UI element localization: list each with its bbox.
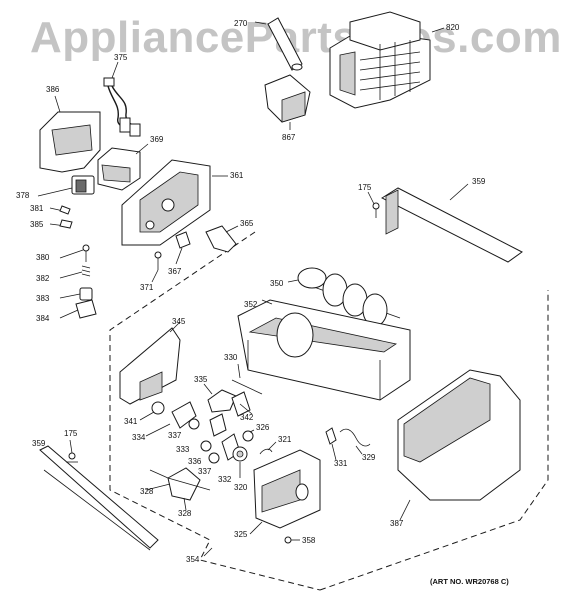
callout-358: 358 bbox=[302, 536, 316, 545]
part-375-wire-harness[interactable] bbox=[103, 61, 141, 137]
part-371-screw[interactable] bbox=[151, 251, 162, 283]
callout-354: 354 bbox=[186, 555, 200, 564]
part-354-frame bbox=[203, 547, 213, 557]
callout-367: 367 bbox=[168, 267, 182, 276]
part-367-grommet[interactable] bbox=[175, 231, 191, 265]
callout-175-lower: 175 bbox=[64, 429, 78, 438]
part-352-ice-bucket[interactable] bbox=[237, 299, 411, 401]
part-320-washer[interactable] bbox=[232, 446, 248, 478]
part-386-housing-cover[interactable] bbox=[39, 95, 101, 173]
part-337-lower-washer[interactable] bbox=[208, 452, 220, 464]
callout-270: 270 bbox=[234, 19, 248, 28]
callout-361: 361 bbox=[230, 171, 244, 180]
callout-337-upper: 337 bbox=[168, 431, 182, 440]
callout-333: 333 bbox=[176, 445, 190, 454]
callout-387: 387 bbox=[390, 519, 404, 528]
callout-334: 334 bbox=[132, 433, 146, 442]
callout-329: 329 bbox=[362, 453, 376, 462]
callout-330: 330 bbox=[224, 353, 238, 362]
callout-325: 325 bbox=[234, 530, 248, 539]
part-380-screw[interactable] bbox=[59, 244, 90, 262]
part-337-upper-washer[interactable] bbox=[188, 418, 200, 430]
callout-369: 369 bbox=[150, 135, 164, 144]
part-270-tube[interactable] bbox=[254, 17, 303, 71]
callout-321: 321 bbox=[278, 435, 292, 444]
callout-328-lower: 328 bbox=[178, 509, 192, 518]
part-381-pin[interactable] bbox=[49, 205, 71, 215]
callout-359-upper: 359 bbox=[472, 177, 486, 186]
callout-337-lower: 337 bbox=[198, 467, 212, 476]
part-341-washer[interactable] bbox=[139, 401, 165, 421]
part-321-spring[interactable] bbox=[259, 441, 277, 455]
part-334-cam[interactable] bbox=[145, 401, 197, 437]
part-359-lower-rail[interactable] bbox=[39, 445, 159, 551]
callout-378: 378 bbox=[16, 191, 30, 200]
part-329-spring[interactable] bbox=[339, 428, 371, 455]
part-350-auger[interactable] bbox=[287, 267, 401, 327]
callout-371: 371 bbox=[140, 283, 154, 292]
callout-381: 381 bbox=[30, 204, 44, 213]
part-328-linkage[interactable] bbox=[145, 467, 211, 511]
callout-336: 336 bbox=[188, 457, 202, 466]
callout-350: 350 bbox=[270, 279, 284, 288]
callout-332: 332 bbox=[218, 475, 232, 484]
part-359-upper-rail[interactable] bbox=[380, 183, 523, 263]
callout-385: 385 bbox=[30, 220, 44, 229]
callout-383: 383 bbox=[36, 294, 50, 303]
part-369-motor[interactable] bbox=[97, 143, 149, 191]
part-345-cover-plate[interactable] bbox=[119, 321, 181, 405]
callout-359-lower: 359 bbox=[32, 439, 46, 448]
part-326-washer[interactable] bbox=[242, 429, 255, 442]
part-383-bushing[interactable] bbox=[59, 287, 93, 301]
callout-331: 331 bbox=[334, 459, 348, 468]
part-867-bracket[interactable] bbox=[264, 74, 311, 130]
part-175-upper-screw[interactable] bbox=[367, 191, 380, 218]
part-330-spring-assembly[interactable] bbox=[231, 363, 263, 395]
part-384-cam[interactable] bbox=[59, 299, 97, 319]
part-342-link[interactable] bbox=[231, 391, 253, 417]
callout-386: 386 bbox=[46, 85, 60, 94]
part-378-solenoid[interactable] bbox=[37, 175, 95, 197]
callout-328-upper: 328 bbox=[140, 487, 154, 496]
part-387-side-cover[interactable] bbox=[397, 369, 521, 521]
part-385-clip[interactable] bbox=[49, 219, 73, 229]
callout-326: 326 bbox=[256, 423, 270, 432]
callout-384: 384 bbox=[36, 314, 50, 323]
part-358-screw[interactable] bbox=[284, 536, 300, 544]
callout-365: 365 bbox=[240, 219, 254, 228]
part-331-rod[interactable] bbox=[325, 427, 337, 461]
part-325-housing[interactable] bbox=[249, 449, 321, 535]
art-number: (ART NO. WR20768 C) bbox=[430, 577, 509, 586]
part-382-spring[interactable] bbox=[59, 265, 91, 279]
part-175-lower-screw[interactable] bbox=[66, 439, 78, 463]
callout-175-upper: 175 bbox=[358, 183, 372, 192]
callout-341: 341 bbox=[124, 417, 138, 426]
part-361-mounting-plate[interactable] bbox=[121, 159, 228, 246]
part-333-bracket[interactable] bbox=[209, 413, 227, 437]
callout-382: 382 bbox=[36, 274, 50, 283]
callout-342: 342 bbox=[240, 413, 254, 422]
callout-375: 375 bbox=[114, 53, 128, 62]
callout-345: 345 bbox=[172, 317, 186, 326]
callout-380: 380 bbox=[36, 253, 50, 262]
callout-320: 320 bbox=[234, 483, 248, 492]
callout-labels: 270 820 867 375 386 369 378 381 385 361 … bbox=[16, 19, 486, 564]
callout-867: 867 bbox=[282, 133, 296, 142]
callout-820: 820 bbox=[446, 23, 460, 32]
callout-352: 352 bbox=[244, 300, 258, 309]
part-365-clip[interactable] bbox=[205, 225, 239, 253]
assembly-boundary bbox=[109, 231, 549, 591]
callout-335: 335 bbox=[194, 375, 208, 384]
part-336-washer[interactable] bbox=[200, 440, 212, 452]
part-335-lever[interactable] bbox=[203, 383, 237, 413]
part-820-ice-maker[interactable] bbox=[329, 11, 445, 109]
